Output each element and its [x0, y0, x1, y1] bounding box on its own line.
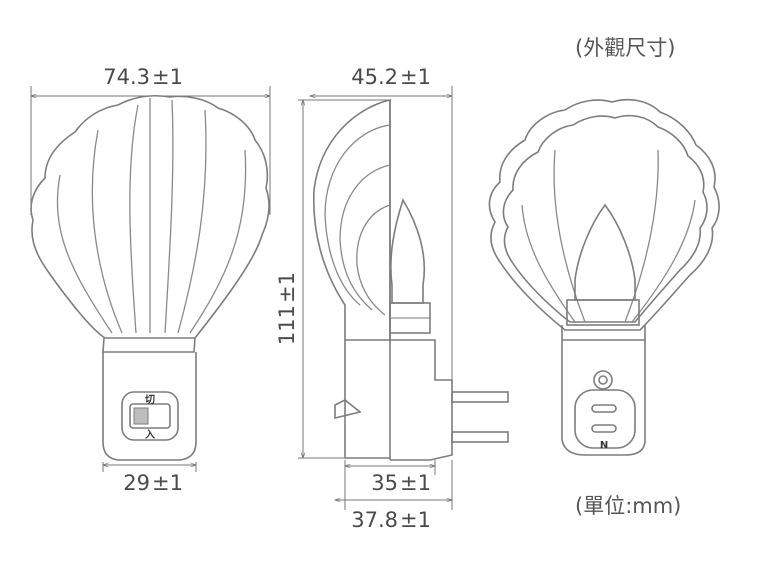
front-view: 74.3 ±1 29 ±1 切 入	[30, 65, 270, 495]
plug-prong-bottom	[451, 431, 509, 443]
plug-depth-tolerance: ±1	[400, 471, 431, 495]
outlet-slot-top	[591, 404, 617, 413]
power-switch[interactable]: 切 入	[121, 391, 179, 441]
outlet-slot-bottom	[591, 424, 617, 433]
side-shell-outline	[312, 98, 391, 341]
height-tolerance: ±1	[275, 272, 299, 303]
front-base	[102, 352, 197, 461]
side-bulb	[390, 198, 426, 304]
height-value: 111	[275, 305, 299, 345]
side-depth-value: 45.2	[351, 65, 398, 89]
total-depth-tolerance: ±1	[400, 508, 431, 532]
base-width-tolerance: ±1	[152, 471, 183, 495]
unit-caption: (單位:mm)	[575, 494, 681, 518]
diagram-title: (外觀尺寸)	[575, 36, 675, 60]
side-view: 45.2 ±1 111 ±1 35 ±1 3	[275, 65, 509, 532]
side-depth-tolerance: ±1	[400, 65, 431, 89]
back-shell-outline	[488, 98, 720, 331]
svg-text:N: N	[600, 440, 608, 451]
front-shell-outline	[30, 94, 270, 339]
base-width-value: 29	[123, 471, 150, 495]
switch-on-label: 入	[145, 429, 155, 441]
front-width-value: 74.3	[103, 65, 150, 89]
front-width-tolerance: ±1	[152, 65, 183, 89]
back-base	[561, 340, 646, 456]
plug-depth-value: 35	[371, 471, 398, 495]
total-depth-value: 37.8	[351, 508, 398, 532]
back-view: N	[488, 98, 720, 456]
switch-off-label: 切	[145, 394, 155, 406]
back-bulb	[574, 203, 636, 301]
plug-prong-top	[451, 391, 509, 403]
